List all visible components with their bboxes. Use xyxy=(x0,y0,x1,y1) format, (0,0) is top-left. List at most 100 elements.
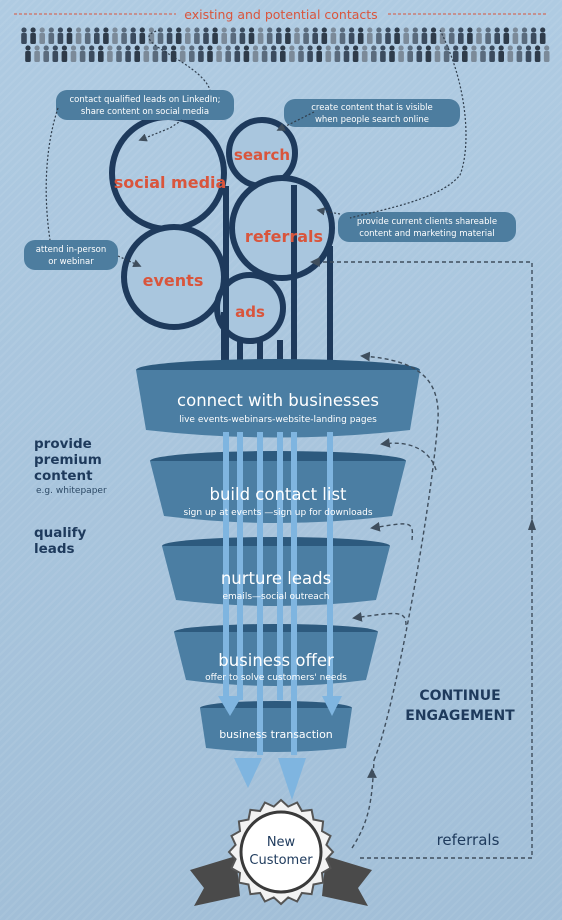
person-figure xyxy=(125,51,131,62)
person-figure xyxy=(157,33,164,44)
person-figure xyxy=(258,27,264,33)
new-customer-badge: New Customer xyxy=(190,798,372,906)
person-figure xyxy=(367,33,373,44)
person-figure xyxy=(280,45,286,51)
person-figure xyxy=(361,51,368,62)
person-figure xyxy=(180,45,186,51)
person-figure xyxy=(339,33,346,44)
person-figure xyxy=(152,51,159,62)
person-figure xyxy=(30,33,36,44)
person-figure xyxy=(407,51,413,62)
callout-referrals-line1: provide current clients shareable xyxy=(357,217,497,227)
badge-line2: Customer xyxy=(249,853,313,868)
person-figure xyxy=(357,33,364,44)
person-figure xyxy=(371,51,377,62)
channel-referrals: referrals xyxy=(245,227,323,246)
person-figure xyxy=(503,33,510,44)
person-figure xyxy=(225,45,231,51)
person-figure xyxy=(271,45,277,51)
person-figure xyxy=(294,33,300,44)
person-figure xyxy=(121,27,127,33)
person-figure xyxy=(380,45,386,51)
person-figure xyxy=(394,27,400,33)
person-figure xyxy=(307,51,313,62)
person-figure xyxy=(512,27,519,33)
person-figure xyxy=(80,45,86,51)
person-figure xyxy=(198,45,204,51)
person-figure xyxy=(412,27,418,33)
tier1-body xyxy=(136,370,420,438)
person-figure xyxy=(389,45,395,51)
person-figure xyxy=(425,45,431,51)
person-figure xyxy=(462,51,468,62)
person-figure xyxy=(330,33,337,44)
person-figure xyxy=(534,51,541,62)
person-figure xyxy=(34,45,40,51)
tier1-title: connect with businesses xyxy=(177,391,379,410)
person-figure xyxy=(116,45,122,51)
flow-pipes xyxy=(223,432,333,755)
ribbon-left xyxy=(190,856,240,906)
person-figure xyxy=(280,51,286,62)
person-figure xyxy=(525,51,532,62)
person-figure xyxy=(389,51,395,62)
note-qualify-1: qualify xyxy=(34,525,87,541)
person-figure xyxy=(221,33,227,44)
callout-linkedin xyxy=(56,90,234,120)
person-figure xyxy=(139,33,146,44)
badge-line1: New xyxy=(267,835,296,850)
person-figure xyxy=(270,51,277,62)
person-figure xyxy=(203,27,209,33)
person-figure xyxy=(498,45,504,51)
person-figure xyxy=(262,45,268,51)
person-figure xyxy=(216,51,222,62)
person-figure xyxy=(52,45,58,51)
person-figure xyxy=(476,27,482,33)
person-figure xyxy=(430,33,437,44)
person-figure xyxy=(443,51,450,62)
person-figure xyxy=(334,45,340,51)
person-figure xyxy=(312,33,318,44)
person-figure xyxy=(452,51,459,62)
person-figure xyxy=(371,45,377,51)
person-figure xyxy=(89,45,95,51)
person-figure xyxy=(289,45,295,51)
person-figure xyxy=(321,27,327,33)
tier2-title: build contact list xyxy=(209,485,347,504)
circle-ads xyxy=(214,272,286,344)
person-figure xyxy=(512,33,519,44)
person-figure xyxy=(43,45,49,51)
person-figure xyxy=(303,27,309,33)
person-figure xyxy=(521,33,528,44)
person-figure xyxy=(489,45,495,51)
person-figure xyxy=(434,51,441,62)
person-figure xyxy=(43,51,49,62)
person-figure xyxy=(143,51,150,62)
person-figure xyxy=(385,33,391,44)
person-figure xyxy=(212,27,218,33)
tier1-subtitle: live events-webinars-website-landing pag… xyxy=(179,415,377,425)
person-figure xyxy=(458,27,464,33)
person-figure xyxy=(57,33,64,44)
callout-events-line2: or webinar xyxy=(48,257,94,267)
person-figure xyxy=(225,51,231,62)
callout-search-line2: when people search online xyxy=(315,115,429,125)
person-figure xyxy=(88,51,95,62)
person-figure xyxy=(176,27,182,33)
person-figure xyxy=(266,33,273,44)
person-figure xyxy=(112,27,118,33)
person-figure xyxy=(25,45,31,51)
person-figure xyxy=(116,51,122,62)
person-figure xyxy=(207,51,213,62)
people-crowd xyxy=(21,27,550,62)
person-figure xyxy=(161,51,168,62)
tier3-title: nurture leads xyxy=(221,569,331,588)
person-figure xyxy=(540,27,546,33)
person-figure xyxy=(143,45,149,51)
continue-line2: ENGAGEMENT xyxy=(405,708,515,724)
person-figure xyxy=(103,33,109,44)
person-figure xyxy=(289,51,295,62)
person-figure xyxy=(521,27,528,33)
person-figure xyxy=(480,45,486,51)
